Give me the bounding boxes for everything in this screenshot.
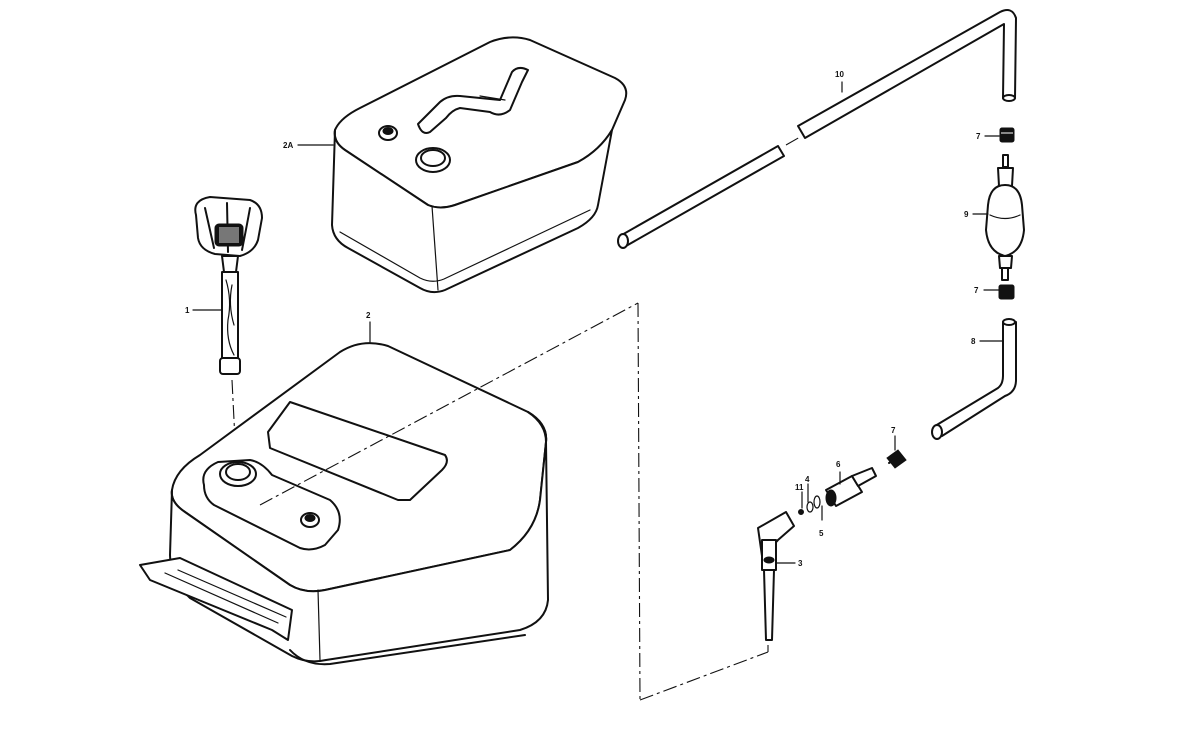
hose-clamp-7-lower [886, 449, 907, 469]
hose-clamp-7-middle [998, 284, 1015, 300]
callout-9: 9 [964, 210, 969, 219]
callout-1: 1 [185, 306, 190, 315]
callout-4: 4 [805, 475, 810, 484]
callout-10: 10 [835, 70, 844, 79]
callout-8: 8 [971, 337, 976, 346]
callout-6: 6 [836, 460, 841, 469]
washers-4-5-11 [798, 495, 821, 515]
hose-clamp-7-upper [999, 127, 1015, 143]
fuel-hose-8 [931, 318, 1017, 440]
callout-7-upper: 7 [976, 132, 981, 141]
callout-5: 5 [819, 529, 824, 538]
centerlines [259, 136, 801, 701]
callout-3: 3 [798, 559, 803, 568]
primer-bulb-9 [985, 154, 1025, 281]
fuel-connector-6 [825, 467, 877, 507]
callout-11: 11 [795, 483, 804, 492]
callout-2a: 2A [283, 141, 293, 150]
elbow-pickup-3 [757, 511, 795, 641]
fuel-gauge-pickup-1 [194, 196, 263, 461]
callout-7-lower: 7 [891, 426, 896, 435]
callout-labels: 1 2 2A 3 4 5 6 7 7 7 8 9 10 11 [185, 70, 981, 568]
callout-7-middle: 7 [974, 286, 979, 295]
fuel-tank-2 [139, 342, 549, 666]
fuel-hose-10 [617, 9, 1017, 249]
leader-lines [192, 81, 1004, 564]
callout-2: 2 [366, 311, 371, 320]
fuel-tank-2a [331, 36, 628, 294]
